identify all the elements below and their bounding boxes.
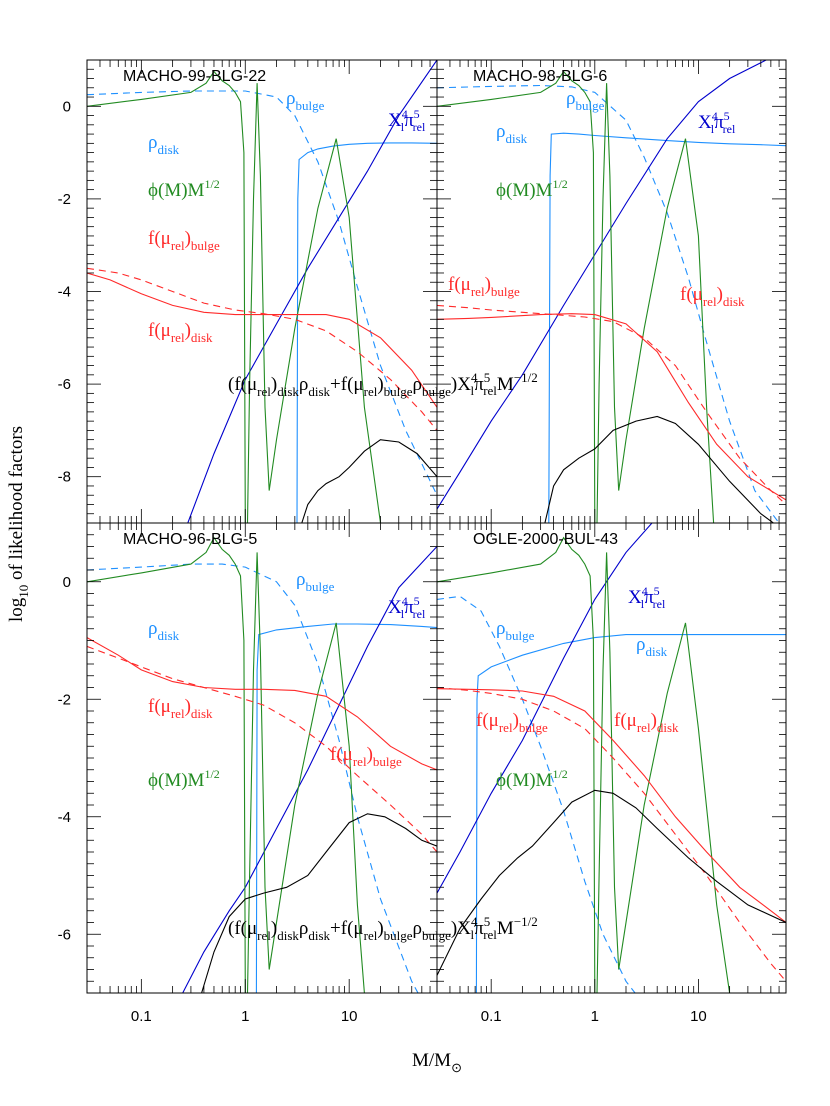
series-mass-function-line	[437, 70, 715, 523]
series-f-bulge-line	[437, 686, 786, 982]
series-rho-disk-line	[255, 623, 437, 993]
y-tick-label: 0	[63, 574, 71, 591]
series-rho-disk-line	[475, 634, 786, 993]
x-tick-label: 0.1	[481, 1008, 502, 1025]
series-rho-bulge-line	[87, 563, 419, 993]
label-rho-disk: ρdisk	[148, 132, 180, 157]
series-group	[437, 523, 786, 993]
x-axis-title: M/M⊙	[412, 1050, 462, 1075]
y-tick-label: 0	[63, 98, 71, 115]
label-rho-disk: ρdisk	[496, 121, 528, 146]
series-rho-bulge-line	[437, 595, 636, 993]
series-f-bulge-line	[437, 304, 786, 505]
label-f-disk: f(μrel)disk	[148, 696, 213, 721]
series-product-line	[544, 415, 775, 523]
series-f-bulge-line	[87, 267, 437, 431]
label-rho-bulge: ρbulge	[566, 88, 605, 113]
panel-frame	[86, 59, 438, 524]
label-f-bulge: f(μrel)bulge	[330, 744, 402, 769]
label-rho-bulge: ρbulge	[496, 618, 535, 643]
label-f-bulge: f(μrel)bulge	[148, 228, 220, 253]
label-phi: ϕ(M)M1/2	[148, 177, 220, 201]
x-tick-label: 10	[341, 1008, 358, 1025]
label-rho-disk: ρdisk	[148, 618, 180, 643]
series-f-disk-line	[437, 688, 786, 923]
series-group	[87, 536, 437, 993]
series-mass-function-line	[87, 70, 382, 523]
series-lens-geom-line	[437, 60, 769, 510]
series-lens-geom-line	[182, 546, 437, 993]
series-mass-function-line	[87, 536, 365, 993]
y-axis-title: log10 of likelihood factors	[6, 426, 31, 622]
series-rho-bulge-line	[87, 90, 437, 496]
y-tick-label: -6	[58, 376, 71, 393]
label-f-disk: f(μrel)disk	[148, 320, 213, 345]
x-tick-label: 10	[690, 1008, 707, 1025]
y-tick-label: -2	[58, 191, 71, 208]
series-rho-disk-line	[296, 142, 437, 523]
x-tick-label: 0.1	[131, 1008, 152, 1025]
series-f-bulge-line	[87, 645, 437, 853]
label-phi: ϕ(M)M1/2	[496, 767, 568, 791]
x-tick-label: 1	[591, 1008, 599, 1025]
y-tick-label: -8	[58, 469, 71, 486]
label-f-bulge: f(μrel)bulge	[448, 274, 520, 299]
panel-title: MACHO-98-BLG-6	[473, 68, 607, 85]
panel-title: OGLE-2000-BUL-43	[473, 531, 618, 548]
y-tick-label: -4	[58, 284, 71, 301]
label-rho-bulge: ρbulge	[296, 569, 335, 594]
label-phi: ϕ(M)M1/2	[148, 767, 220, 791]
series-product-line	[437, 789, 786, 976]
series-f-disk-line	[437, 313, 786, 501]
label-f-disk: f(μrel)disk	[614, 710, 679, 735]
label-phi: ϕ(M)M1/2	[496, 177, 568, 201]
label-f-bulge: f(μrel)bulge	[476, 710, 548, 735]
panel-title: MACHO-99-BLG-22	[123, 68, 266, 85]
series-rho-disk-line	[548, 132, 786, 523]
series-group	[87, 60, 437, 523]
label-rho-disk: ρdisk	[636, 634, 668, 659]
x-axis-title-subscript: ⊙	[451, 1060, 462, 1075]
series-lens-geom-line	[437, 523, 653, 894]
label-f-disk: f(μrel)disk	[680, 284, 745, 309]
series-f-disk-line	[87, 272, 437, 408]
series-f-disk-line	[87, 637, 437, 771]
y-tick-label: -6	[58, 926, 71, 943]
series-product-line	[201, 813, 437, 993]
x-tick-label: 1	[241, 1008, 249, 1025]
y-tick-label: -2	[58, 691, 71, 708]
series-lens-geom-line	[187, 60, 437, 523]
panel-title: MACHO-96-BLG-5	[123, 531, 257, 548]
series-product-line	[301, 439, 437, 523]
y-tick-label: -4	[58, 809, 71, 826]
series-group	[437, 60, 786, 523]
series-rho-bulge-line	[437, 84, 780, 523]
series-mass-function-line	[437, 536, 731, 993]
label-rho-bulge: ρbulge	[286, 88, 325, 113]
